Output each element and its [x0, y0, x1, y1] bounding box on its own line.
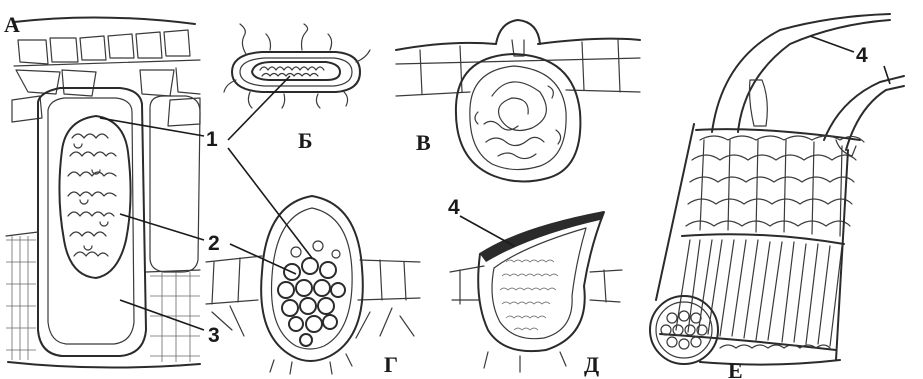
panel-label-e: Е	[728, 358, 743, 379]
callout-2: 2	[208, 232, 220, 255]
leader-lines	[100, 36, 890, 330]
callout-4-panel-e: 4	[856, 44, 868, 67]
panel-label-a: А	[4, 12, 20, 37]
panel-label-d: Д	[584, 352, 599, 377]
callout-1: 1	[206, 128, 218, 151]
callout-4-panel-d: 4	[448, 196, 460, 219]
panel-b-drawing	[224, 24, 370, 108]
panel-label-g: Г	[384, 352, 398, 377]
panel-g-drawing	[206, 196, 420, 374]
panel-v-drawing	[396, 20, 640, 182]
cystolith-a	[59, 116, 130, 278]
callout-3: 3	[208, 324, 220, 347]
panel-d-drawing	[450, 212, 622, 372]
vascular-bundle	[650, 296, 718, 364]
panel-label-b: Б	[298, 128, 313, 153]
panel-label-v: В	[416, 130, 431, 155]
panel-a-drawing	[6, 17, 200, 367]
